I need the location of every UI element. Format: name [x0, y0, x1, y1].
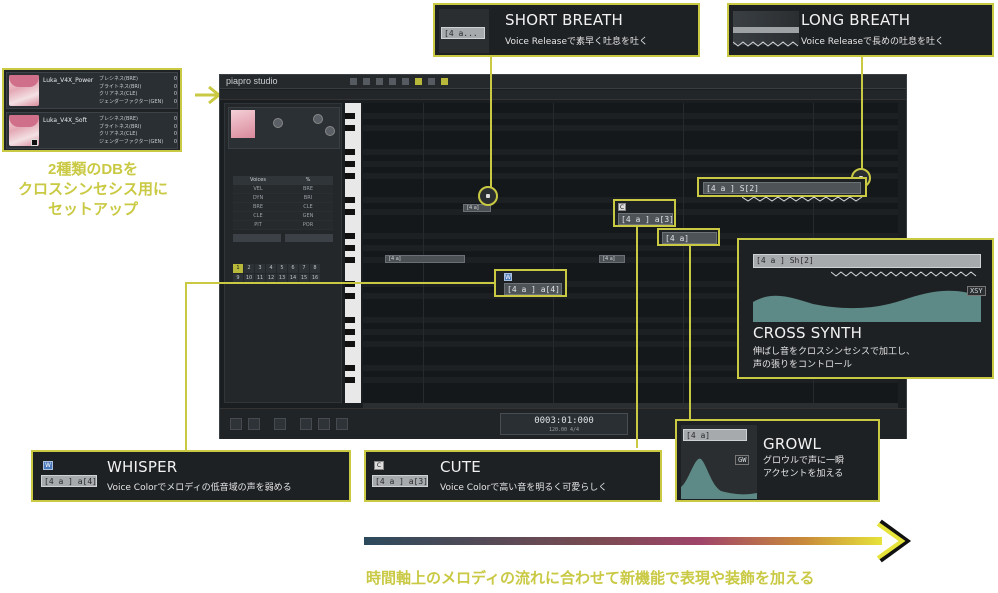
vibrato-wave [733, 41, 799, 47]
db-row-soft[interactable]: Luka_V4X_Soft ブレシネス(BRE)0 ブライトネス(BRI)0 ク… [6, 112, 178, 149]
loop-icon[interactable] [441, 78, 448, 85]
db-caption: 2種類のDBを クロスシンセシス用に セットアップ [17, 161, 168, 218]
db-panel: Luka_V4X_Power ブレシネス(BRE)0 ブライトネス(BRI)0 … [2, 68, 182, 152]
loop-toggle-icon[interactable] [336, 418, 348, 430]
note[interactable]: [4 a] [599, 255, 625, 263]
growl-callout: [4 a] GW GROWL グロウルで声に一瞬 アクセントを加える [675, 419, 880, 502]
note[interactable]: [4 a] [463, 204, 491, 212]
cute-callout: C [4 a ] a[3] CUTE Voice Colorで高い音を明るく可愛… [364, 450, 662, 502]
growl-waveform [681, 458, 757, 499]
param-button[interactable] [233, 234, 281, 242]
secondary-toolbar [220, 90, 906, 100]
connector-whisper-h [185, 282, 495, 284]
rewind-start-icon[interactable] [230, 418, 242, 430]
app-brand: piapro studio [226, 76, 278, 86]
grid-icon[interactable] [428, 78, 435, 85]
note[interactable]: [4 a] [385, 255, 465, 263]
waveform-graph [753, 290, 981, 322]
connector-cute [636, 226, 638, 448]
play-icon[interactable] [274, 418, 286, 430]
toolbar-icons [350, 78, 448, 85]
connector-whisper-v [185, 282, 187, 450]
gw-badge: GW [735, 455, 750, 465]
long-breath-callout: LONG BREATH Voice Releaseで長めの吐息を吐く [727, 3, 994, 57]
pencil-icon[interactable] [363, 78, 370, 85]
avatar [9, 115, 39, 146]
forward-icon[interactable] [318, 418, 330, 430]
timeline-arrow-icon [364, 519, 912, 563]
short-breath-node[interactable] [478, 186, 498, 206]
db-params: ブレシネス(BRE)0 ブライトネス(BRI)0 クリアネス(CLE)0 ジェン… [99, 116, 177, 145]
db-badge-icon [31, 139, 38, 146]
vibrato-wave [831, 271, 977, 277]
bottom-caption: 時間軸上のメロディの流れに合わせて新機能で表現や装飾を加える [366, 570, 815, 587]
param-button[interactable] [285, 234, 333, 242]
avatar [231, 110, 255, 138]
titlebar: piapro studio [220, 75, 906, 89]
avatar [9, 75, 39, 106]
xsy-badge: XSY [967, 286, 986, 296]
short-breath-callout: [4 a... SHORT BREATH Voice Releaseで素早く吐息… [433, 3, 700, 57]
volume-knob[interactable] [273, 118, 283, 128]
vibrato-wave [742, 196, 863, 202]
cute-note-b[interactable]: [4 a] [657, 228, 720, 246]
piano-keyboard[interactable] [345, 103, 361, 403]
time-display: 0003:01:000 120.00 4/4 [500, 413, 628, 435]
channel-grid: 1 2 3 4 5 6 7 8 9 10 11 12 13 14 15 16 [233, 264, 333, 284]
whisper-note[interactable]: W [4 a ] a[4] [494, 269, 567, 297]
pan-knob[interactable] [313, 114, 323, 124]
db-row-power[interactable]: Luka_V4X_Power ブレシネス(BRE)0 ブライトネス(BRI)0 … [6, 72, 178, 109]
connector-short-breath [490, 55, 492, 187]
eraser-icon[interactable] [389, 78, 396, 85]
pointer-icon[interactable] [350, 78, 357, 85]
snap-icon[interactable] [415, 78, 422, 85]
whisper-callout: W [4 a ] a[4] WHISPER Voice Colorでメロディの低… [31, 450, 351, 502]
connector-growl [689, 245, 691, 419]
cross-synth-callout: [4 a ] Sh[2] XSY CROSS SYNTH 伸ばし音をクロスシンセ… [737, 238, 994, 379]
horizontal-scrollbar[interactable] [363, 403, 898, 408]
db-name: Luka_V4X_Soft [43, 117, 87, 124]
stop-icon[interactable] [300, 418, 312, 430]
db-name: Luka_V4X_Power [43, 77, 94, 84]
cut-icon[interactable] [402, 78, 409, 85]
connector-long-breath [861, 55, 863, 169]
send-knob[interactable] [325, 126, 335, 136]
track-header[interactable] [228, 107, 340, 149]
cute-note[interactable]: C [4 a ] a[3] [613, 199, 676, 227]
long-breath-note[interactable]: [4 a ] S[2] [697, 177, 867, 197]
line-icon[interactable] [376, 78, 383, 85]
db-params: ブレシネス(BRE)0 ブライトネス(BRI)0 クリアネス(CLE)0 ジェン… [99, 76, 177, 105]
rewind-icon[interactable] [248, 418, 260, 430]
